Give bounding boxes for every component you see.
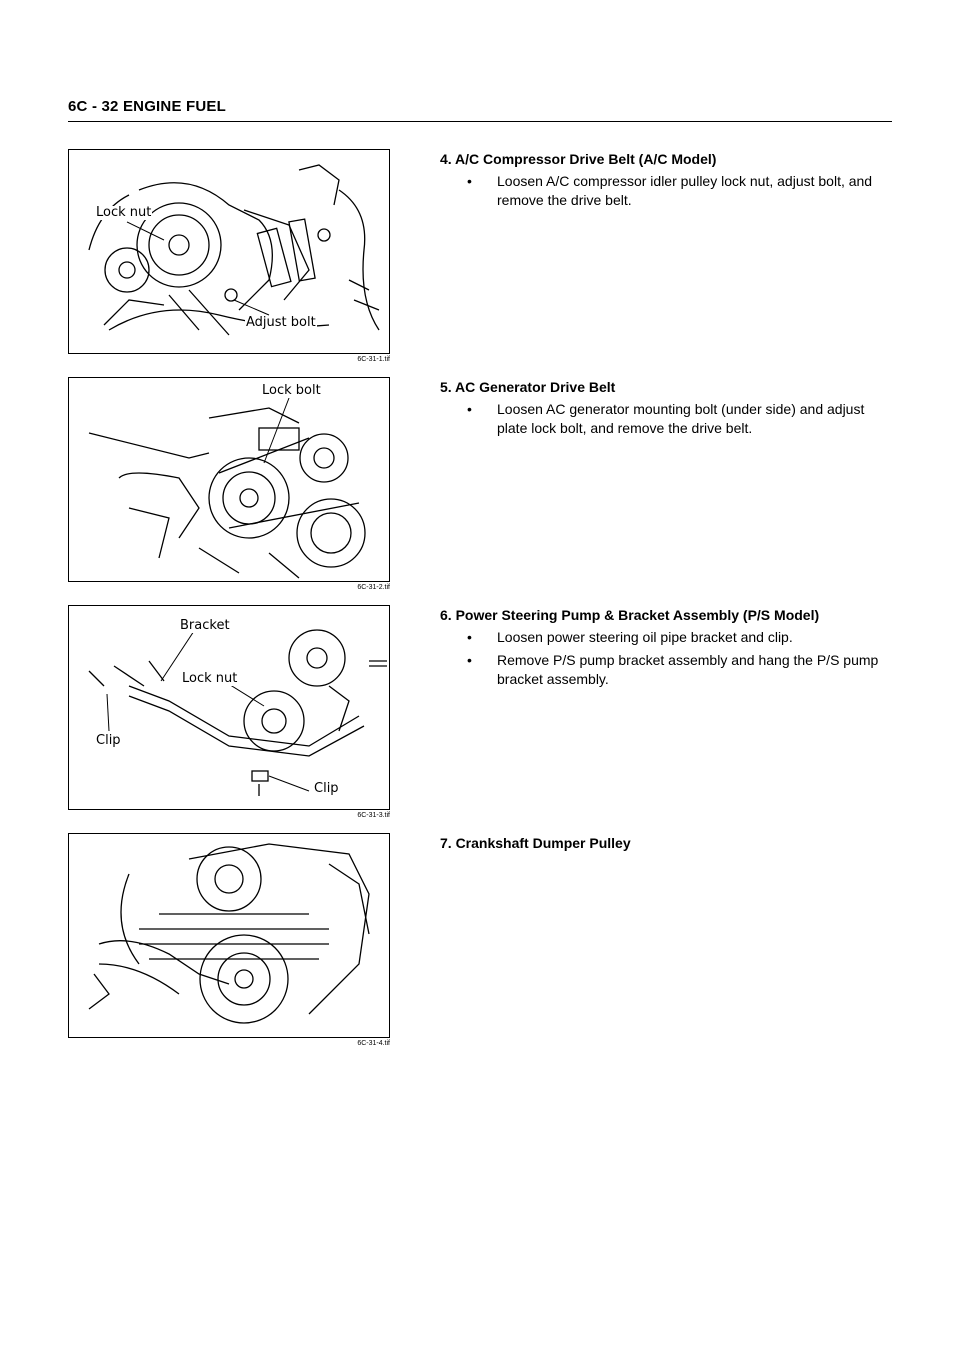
label-lock-nut: Lock nut <box>181 671 239 686</box>
bullet-text: Loosen AC generator mounting bolt (under… <box>497 401 865 436</box>
engine-illustration-2 <box>88 397 366 579</box>
bullet-text: Loosen A/C compressor idler pulley lock … <box>497 173 873 208</box>
bullet-dot: • <box>467 652 472 668</box>
step-7: 7. Crankshaft Dumper Pulley <box>440 834 900 852</box>
label-lock-bolt: Lock bolt <box>261 383 322 398</box>
step-title: 7. Crankshaft Dumper Pulley <box>440 835 631 851</box>
engine-illustration-1 <box>88 164 380 336</box>
figure-generator-belt: Lock bolt <box>68 377 390 582</box>
bullet-text: Loosen power steering oil pipe bracket a… <box>497 629 793 645</box>
figure-caption: 6C-31-3.tif <box>357 812 390 819</box>
figure-ac-compressor-belt: Lock nut Adjust bolt <box>68 149 390 354</box>
step-bullet: • Loosen A/C compressor idler pulley loc… <box>440 172 897 210</box>
figure-caption: 6C-31-1.tif <box>357 356 390 363</box>
label-adjust-bolt: Adjust bolt <box>245 315 317 330</box>
bullet-dot: • <box>467 401 472 417</box>
step-5: 5. AC Generator Drive Belt • Loosen AC g… <box>440 378 900 438</box>
figure-caption: 6C-31-2.tif <box>357 584 390 591</box>
figure-crankshaft-pulley <box>68 833 390 1038</box>
page-header: 6C - 32 ENGINE FUEL <box>68 98 226 115</box>
step-6: 6. Power Steering Pump & Bracket Assembl… <box>440 606 900 689</box>
label-lock-nut: Lock nut <box>95 205 153 220</box>
step-title: 4. A/C Compressor Drive Belt (A/C Model) <box>440 151 717 167</box>
label-clip-right: Clip <box>313 781 340 796</box>
figure-ps-pump-bracket: Bracket Lock nut Clip Clip <box>68 605 390 810</box>
step-bullet: • Loosen AC generator mounting bolt (und… <box>440 400 897 438</box>
bullet-dot: • <box>467 629 472 645</box>
engine-illustration-4 <box>88 843 370 1024</box>
engine-illustration-3 <box>88 629 387 796</box>
step-bullet: • Loosen power steering oil pipe bracket… <box>440 628 897 647</box>
bullet-dot: • <box>467 173 472 189</box>
step-title: 6. Power Steering Pump & Bracket Assembl… <box>440 607 820 623</box>
step-4: 4. A/C Compressor Drive Belt (A/C Model)… <box>440 150 900 210</box>
label-bracket: Bracket <box>179 618 231 633</box>
step-bullet: • Remove P/S pump bracket assembly and h… <box>440 651 897 689</box>
label-clip-left: Clip <box>95 733 122 748</box>
bullet-text: Remove P/S pump bracket assembly and han… <box>497 652 879 687</box>
figure-caption: 6C-31-4.tif <box>357 1040 390 1047</box>
step-title: 5. AC Generator Drive Belt <box>440 379 616 395</box>
header-rule <box>68 121 892 122</box>
